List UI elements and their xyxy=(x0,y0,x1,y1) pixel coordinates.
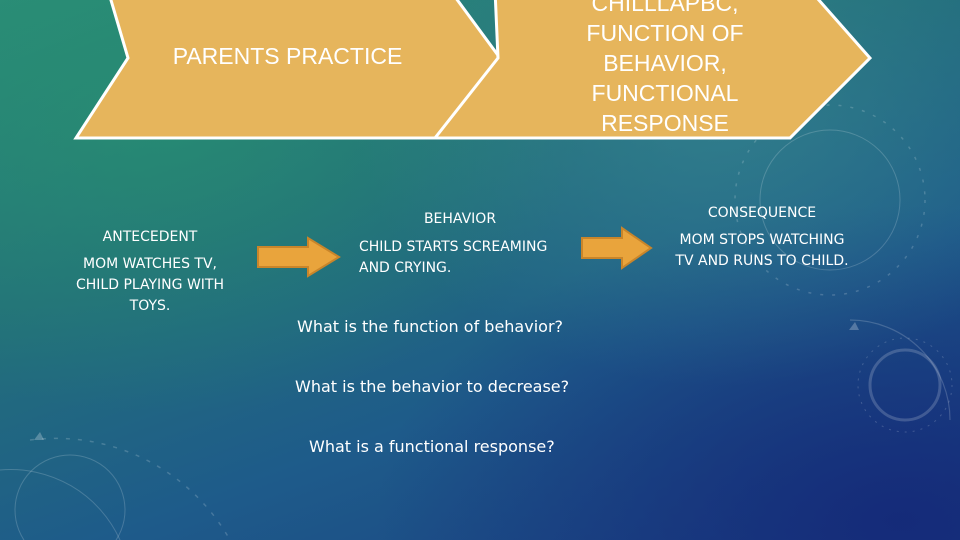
chevron-label-function-response: CHILLLAPBC, FUNCTION OF BEHAVIOR, FUNCTI… xyxy=(540,0,790,138)
right-arrow-icon xyxy=(257,236,341,278)
chevron-line: FUNCTIONAL xyxy=(591,80,739,106)
chevron-line: RESPONSE xyxy=(601,110,729,136)
chevron-line: CHILLLAPBC, xyxy=(591,0,739,16)
question-decrease: What is the behavior to decrease? xyxy=(295,377,570,396)
behavior-title: BEHAVIOR xyxy=(423,211,497,227)
consequence-line: TV AND RUNS TO CHILD. xyxy=(675,253,849,269)
consequence-block: CONSEQUENCE MOM STOPS WATCHING TV AND RU… xyxy=(662,203,862,272)
antecedent-line: CHILD PLAYING WITH xyxy=(75,277,225,293)
behavior-block: CHILD STARTS SCREAMING AND CRYING. xyxy=(359,237,579,279)
chevron-line: BEHAVIOR, xyxy=(603,50,727,76)
chevron-function-response xyxy=(431,0,873,140)
consequence-title: CONSEQUENCE xyxy=(707,205,817,221)
antecedent-line: TOYS. xyxy=(129,298,171,314)
consequence-line: MOM STOPS WATCHING xyxy=(679,232,845,248)
chevron-line: FUNCTION OF xyxy=(586,20,744,46)
question-function: What is the function of behavior? xyxy=(297,317,564,336)
right-arrow-icon xyxy=(581,226,653,270)
chevron-label-parents-practice: PARENTS PRACTICE xyxy=(172,43,403,69)
antecedent-line: MOM WATCHES TV, xyxy=(83,256,217,272)
behavior-line: CHILD STARTS SCREAMING xyxy=(359,239,548,255)
antecedent-block: ANTECEDENT MOM WATCHES TV, CHILD PLAYING… xyxy=(60,227,240,317)
behavior-line: AND CRYING. xyxy=(359,260,452,276)
antecedent-title: ANTECEDENT xyxy=(102,229,198,245)
question-functional-response: What is a functional response? xyxy=(309,437,555,456)
